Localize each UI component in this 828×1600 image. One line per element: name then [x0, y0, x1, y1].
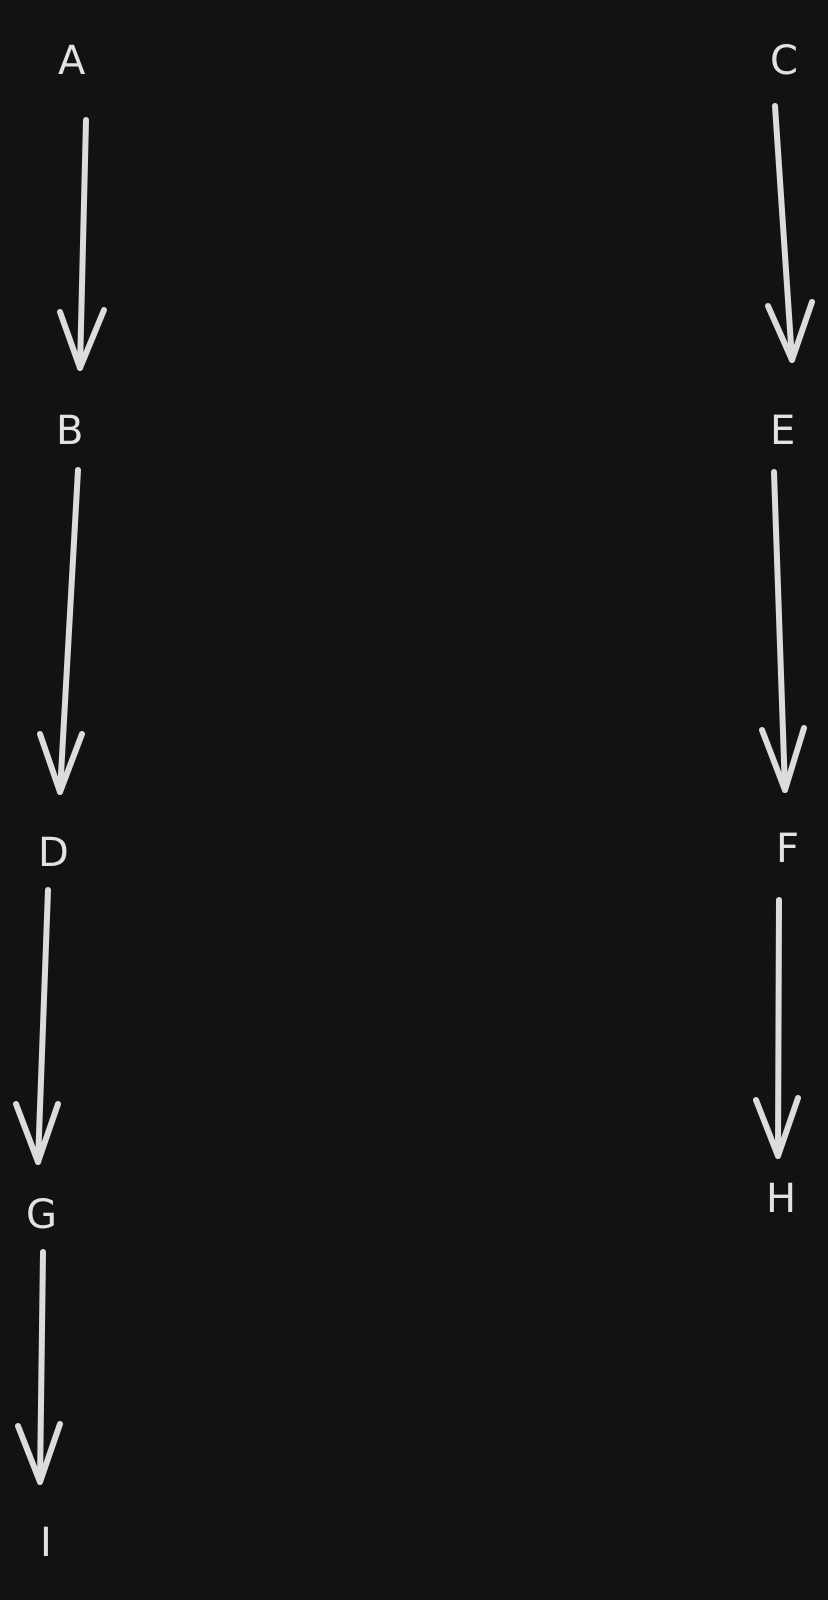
node-h: H [766, 1176, 796, 1222]
edge-f-h [753, 897, 801, 1159]
edge-c-e [765, 103, 815, 363]
node-a: A [58, 38, 86, 84]
edge-d-g [13, 887, 61, 1165]
node-c: C [770, 38, 798, 84]
node-g: G [26, 1192, 57, 1238]
node-d: D [38, 830, 69, 876]
edge-b-d [37, 467, 85, 795]
node-i: I [40, 1520, 52, 1566]
edge-a-b [57, 117, 107, 371]
node-b: B [56, 408, 83, 454]
node-e: E [770, 408, 795, 454]
edge-e-f [759, 469, 807, 793]
edge-g-i [15, 1249, 63, 1485]
node-f: F [776, 826, 799, 872]
